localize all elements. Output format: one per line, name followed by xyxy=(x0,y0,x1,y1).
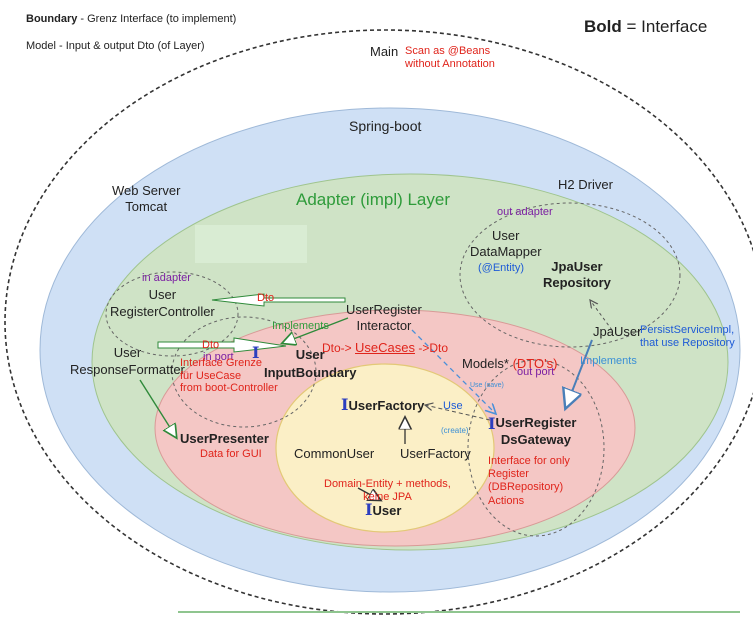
user-factory-interface-text: UserFactory xyxy=(348,398,425,413)
controller-dashed-ellipse xyxy=(105,271,239,357)
user-register-gateway: IUserRegister DsGateway xyxy=(488,414,577,449)
user-register-gateway-text: UserRegister DsGateway xyxy=(495,415,577,447)
use-save-label: Use (save) xyxy=(470,382,504,389)
main-boundary-ellipse xyxy=(4,29,753,615)
legend-boundary-text: - Grenz Interface (to implement) xyxy=(77,13,237,25)
main-note: Scan as @Beans without Annotation xyxy=(405,45,495,71)
user-register-interactor-label: UserRegister Interactor xyxy=(346,302,422,334)
user-factory-interface: IUserFactory xyxy=(341,395,425,414)
user-interface: IUser xyxy=(365,500,402,519)
inputboundary-dashed-ellipse xyxy=(171,316,317,428)
repository-dashed-arrow xyxy=(590,300,613,331)
repository-dashed-ellipse xyxy=(459,202,681,348)
dto-arrow-top xyxy=(211,293,346,307)
jpa-user-repository-label: JpaUser Repository xyxy=(543,259,611,291)
input-boundary-text: User InputBoundary xyxy=(264,347,357,380)
user-register-controller-label: User RegisterController xyxy=(110,287,215,319)
input-boundary-i-glyph: I xyxy=(252,343,260,362)
interface-register-note: Interface for only Register (DBRepositor… xyxy=(488,455,570,507)
dto-arrow-mid xyxy=(157,337,287,353)
implements-blue-label: Implements xyxy=(580,355,637,367)
h2-driver-label: H2 Driver xyxy=(558,177,613,192)
legend-model: Model - Input & output Dto (of Layer) xyxy=(26,40,205,52)
out-port-label: out port xyxy=(517,366,555,378)
input-boundary-label: User InputBoundary xyxy=(242,346,356,381)
adapter-layer-label: Adapter (impl) Layer xyxy=(296,190,451,209)
user-interface-text: User xyxy=(372,503,402,518)
legend-bold-interface: Bold = Interface xyxy=(584,17,707,37)
usecases-word: UseCases xyxy=(355,340,415,355)
dto-label-mid: Dto xyxy=(202,339,220,351)
main-title: Main xyxy=(370,44,399,59)
models-word: Models* xyxy=(462,356,509,371)
domain-entity-note: Domain-Entity + methods, keine JPA xyxy=(324,478,451,504)
usecases-suffix: ->Dto xyxy=(414,341,448,355)
data-for-gui-label: Data for GUI xyxy=(200,448,262,460)
implements-green-label: Implements xyxy=(272,320,329,332)
create-label: (create) xyxy=(441,426,469,435)
usecases-prefix: Dto-> xyxy=(322,341,356,355)
dto-label-top: Dto xyxy=(257,292,275,304)
common-user-label: CommonUser xyxy=(294,446,375,461)
in-adapter-label: in adapter xyxy=(142,272,191,284)
legend-boundary-bold: Boundary xyxy=(26,13,78,25)
user-response-formatter-label: User ResponseFormatter xyxy=(70,345,185,377)
blank-box xyxy=(195,225,307,263)
use-label: Use xyxy=(443,400,463,412)
persist-service-note: PersistServiceImpl, that use Repository xyxy=(640,324,735,349)
user-factory-i-icon: I xyxy=(341,395,349,414)
user-register-i-icon: I xyxy=(488,414,496,433)
domain-ellipse xyxy=(275,363,495,533)
implements-blue-arrow xyxy=(566,339,593,407)
use-save-arrow xyxy=(411,329,496,414)
jpa-user-label: JpaUser xyxy=(593,324,642,339)
presenter-arrow xyxy=(139,379,176,437)
user-datamapper-label: User DataMapper xyxy=(470,228,542,259)
interface-grenze-note: Interface Grenze für UseCase from boot-C… xyxy=(180,357,278,395)
user-i-icon: I xyxy=(365,500,373,519)
in-port-label: in port xyxy=(203,351,234,363)
out-adapter-label: out adapter xyxy=(497,206,553,218)
user-factory-label: UserFactory xyxy=(400,446,471,461)
user-implements-arrow xyxy=(357,487,380,500)
user-presenter-label: UserPresenter xyxy=(180,431,269,446)
entity-annotation: (@Entity) xyxy=(478,262,525,274)
input-boundary-i-icon: I xyxy=(252,343,260,363)
legend-bold-word: Bold xyxy=(584,17,622,36)
dsgateway-dashed-ellipse xyxy=(467,359,605,537)
web-server-label: Web Server Tomcat xyxy=(112,183,181,215)
dtos-word: (DTO's) xyxy=(512,356,558,371)
legend-interface-word: = Interface xyxy=(621,17,708,36)
models-label: Models* (DTO's) xyxy=(462,356,558,372)
usecases-label: Dto-> UseCases ->Dto xyxy=(322,340,448,356)
spring-boot-label: Spring-boot xyxy=(349,118,422,134)
legend-boundary: Boundary - Grenz Interface (to implement… xyxy=(26,13,236,26)
implements-green-arrow xyxy=(283,317,349,343)
